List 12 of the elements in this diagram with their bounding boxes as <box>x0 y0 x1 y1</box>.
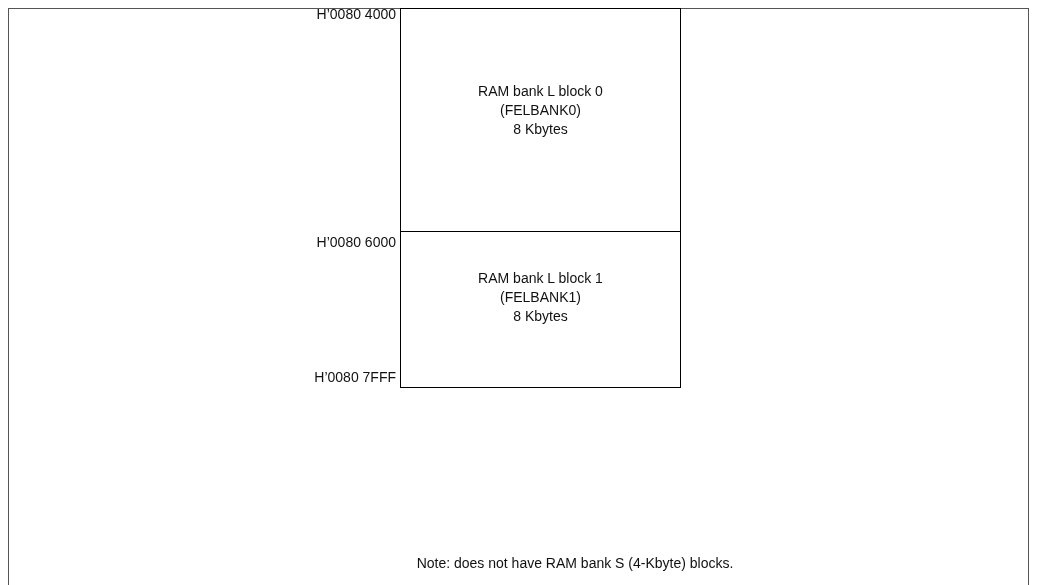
address-label: H’0080 7FFF <box>314 369 396 385</box>
block-label: RAM bank L block 0 <box>478 81 603 101</box>
block-label: 8 Kbytes <box>513 307 568 326</box>
block-label: (FELBANK1) <box>500 288 581 307</box>
note-text: Note: does not have RAM bank S (4-Kbyte) blocks. <box>415 555 735 571</box>
address-label: H’0080 6000 <box>316 234 396 250</box>
block-label: (FELBANK0) <box>500 100 581 120</box>
block-label: RAM bank L block 1 <box>478 269 603 288</box>
block-label: 8 Kbytes <box>513 119 568 139</box>
memory-block <box>400 231 681 388</box>
memory-block <box>400 8 681 232</box>
address-label: H’0080 4000 <box>316 6 396 22</box>
